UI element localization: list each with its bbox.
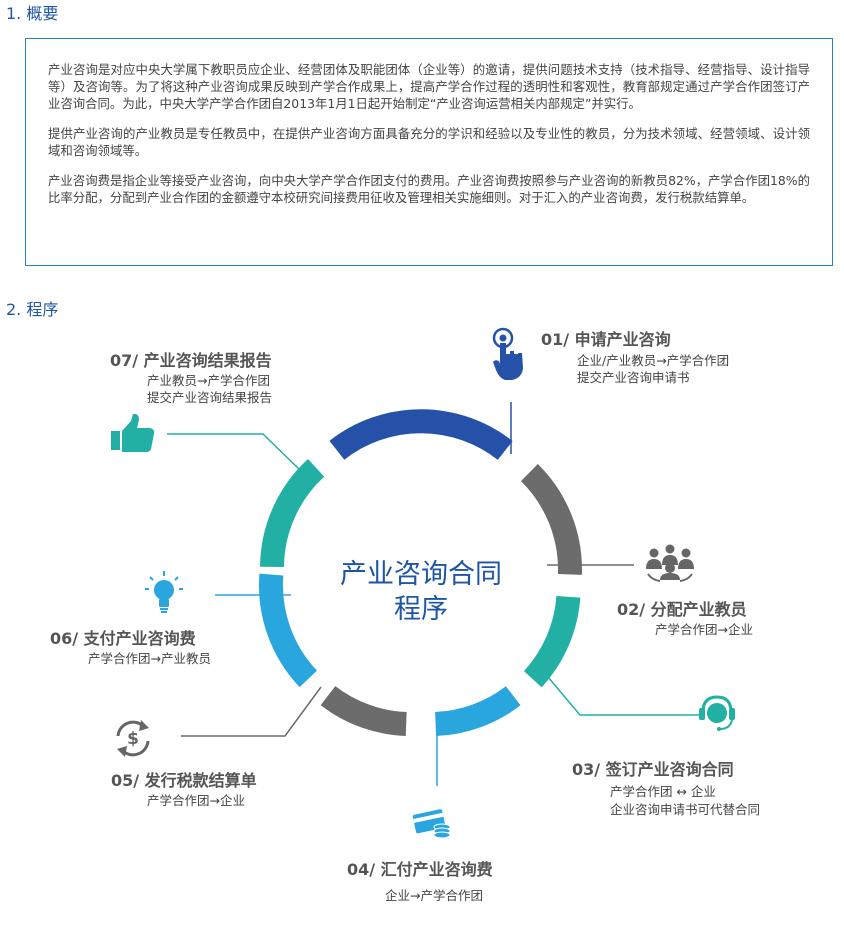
step-07-title: 07/ 产业咨询结果报告 <box>110 351 272 370</box>
step-04-line-1: 企业→产学合作团 <box>385 888 483 903</box>
svg-text:$: $ <box>127 729 139 749</box>
step-01-title: 01/ 申请产业咨询 <box>541 330 671 349</box>
card-coins-icon <box>412 809 451 839</box>
center-title-line-2: 程序 <box>394 594 448 625</box>
overview-box: 产业咨询是对应中央大学属下教职员应企业、经营团体及职能团体（企业等）的邀请，提供… <box>25 38 833 266</box>
step-01-line-1: 企业/产业教员→产学合作团 <box>577 353 729 368</box>
step-07-line-1: 产业教员→产学合作团 <box>147 373 270 388</box>
step-04-title: 04/ 汇付产业咨询费 <box>347 860 493 879</box>
overview-title: 1. 概要 <box>6 4 59 23</box>
step-03-line-1: 产学合作团 ↔ 企业 <box>610 784 716 799</box>
step-03: 03/ 签订产业咨询合同 产学合作团 ↔ 企业 企业咨询申请书可代替合同 <box>572 695 760 817</box>
overview-paragraph-2: 提供产业咨询的产业教员是专任教员中，在提供产业咨询方面具备充分的学识和经验以及专… <box>48 126 810 158</box>
ring-segment-5 <box>320 685 407 736</box>
step-05-line-1: 产学合作团→企业 <box>147 793 245 808</box>
center-title-line-1: 产业咨询合同 <box>340 559 502 590</box>
step-05-title: 05/ 发行税款结算单 <box>111 771 257 790</box>
headset-icon <box>699 695 735 731</box>
step-01-line-2: 提交产业咨询申请书 <box>577 370 690 385</box>
step-03-title: 03/ 签订产业咨询合同 <box>572 760 734 779</box>
step-02: 02/ 分配产业教员 产学合作团→企业 <box>617 544 753 637</box>
step-05: $ 05/ 发行税款结算单 产学合作团→企业 <box>111 720 257 808</box>
ring-segment-1 <box>329 409 513 461</box>
lightbulb-icon <box>145 571 183 613</box>
step-01: 01/ 申请产业咨询 企业/产业教员→产学合作团 提交产业咨询申请书 <box>492 327 729 385</box>
touch-hand-icon <box>492 327 523 380</box>
dollar-cycle-icon: $ <box>116 720 150 757</box>
step-02-line-1: 产学合作团→企业 <box>655 622 753 637</box>
step-06-line-1: 产学合作团→产业教员 <box>88 651 211 666</box>
step-07: 07/ 产业咨询结果报告 产业教员→产学合作团 提交产业咨询结果报告 <box>110 351 272 452</box>
ring-segment-3 <box>523 595 581 688</box>
step-06: 06/ 支付产业咨询费 产学合作团→产业教员 <box>50 571 211 666</box>
step-03-line-2: 企业咨询申请书可代替合同 <box>610 802 760 817</box>
overview-paragraph-1: 产业咨询是对应中央大学属下教职员应企业、经营团体及职能团体（企业等）的邀请，提供… <box>48 62 810 111</box>
step-04: 04/ 汇付产业咨询费 企业→产学合作团 <box>347 809 493 903</box>
connector-7 <box>167 433 303 473</box>
step-06-title: 06/ 支付产业咨询费 <box>50 629 196 648</box>
group-people-icon <box>646 544 694 582</box>
step-07-line-2: 提交产业咨询结果报告 <box>147 390 272 405</box>
ring-segment-7 <box>260 458 325 568</box>
ring-segment-6 <box>258 573 318 688</box>
step-02-title: 02/ 分配产业教员 <box>617 600 747 619</box>
procedure-diagram: 产业咨询合同 程序 01/ 申请产业咨询 企业/产业教员→产学合作团 提交产业咨… <box>50 327 760 903</box>
overview-paragraph-3: 产业咨询费是指企业等接受产业咨询，向中央大学产学合作团支付的费用。产业咨询费按照… <box>48 173 810 205</box>
thumbs-up-icon <box>111 413 155 452</box>
connector-5 <box>181 686 322 737</box>
ring-segment-4 <box>434 686 521 736</box>
procedure-title: 2. 程序 <box>6 300 59 319</box>
ring-segment-2 <box>520 464 582 575</box>
connector-3 <box>547 676 700 716</box>
